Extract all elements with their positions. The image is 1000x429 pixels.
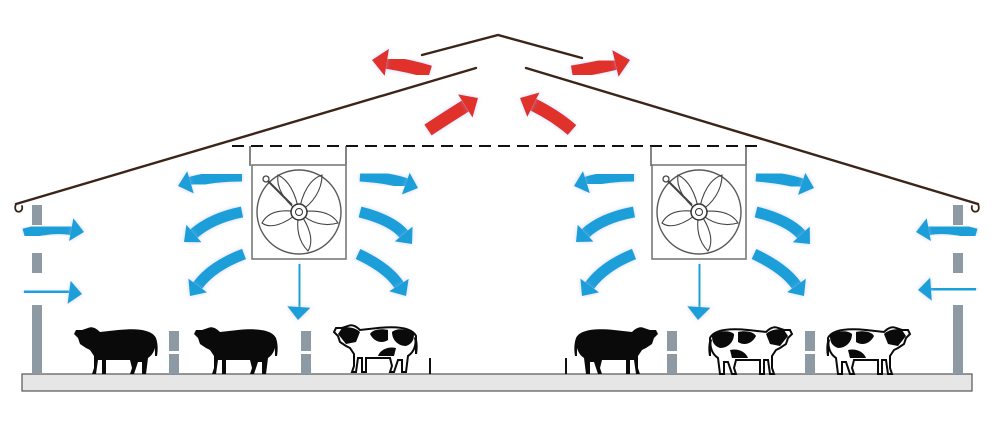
fresh-air-arrow-icon xyxy=(581,206,636,238)
fresh-air-arrowhead xyxy=(916,218,931,241)
warm-air-arrowhead xyxy=(612,50,630,77)
cow-icon xyxy=(825,326,911,375)
barn-roof xyxy=(14,33,980,213)
fresh-air-arrow-icon xyxy=(190,206,244,238)
warm-air-arrow-icon xyxy=(424,100,469,136)
fresh-air-arrowhead xyxy=(918,277,932,301)
fresh-air-arrow-icon xyxy=(585,248,637,289)
fresh-air-arrowhead xyxy=(67,280,82,304)
fresh-air-arrowhead xyxy=(401,172,418,195)
fresh-air-arrow-icon xyxy=(930,283,977,296)
fresh-air-arrow-icon xyxy=(358,206,408,238)
fresh-air-arrowhead xyxy=(188,278,208,296)
fresh-air-arrow-icon xyxy=(927,223,978,240)
warm-air-arrowhead xyxy=(458,94,478,118)
fresh-air-arrowhead xyxy=(787,278,806,296)
fresh-air-arrowhead xyxy=(687,306,711,320)
fresh-air-arrowhead xyxy=(389,278,409,296)
fresh-air-arrowhead xyxy=(394,226,413,244)
fresh-air-arrowhead xyxy=(576,224,594,242)
fresh-air-arrow-icon xyxy=(22,223,73,240)
warm-air-arrowhead xyxy=(520,92,540,117)
airflow-arrows xyxy=(22,48,978,320)
fresh-air-arrowhead xyxy=(580,278,600,296)
warm-air-arrow-icon xyxy=(570,57,617,79)
fresh-air-arrow-icon xyxy=(693,263,706,308)
fresh-air-arrow-icon xyxy=(359,170,408,189)
barn-floor xyxy=(21,373,973,392)
fresh-air-arrowhead xyxy=(184,224,202,243)
fresh-air-arrowhead xyxy=(287,306,311,320)
exhaust-fan-icon xyxy=(651,164,747,260)
fresh-air-arrowhead xyxy=(69,218,84,241)
warm-air-arrowhead xyxy=(372,48,389,76)
warm-air-arrow-icon xyxy=(385,55,432,79)
exhaust-fan-icon xyxy=(251,164,347,260)
fan-hangers xyxy=(249,146,747,166)
cow-icon xyxy=(74,327,158,374)
cow-icon xyxy=(333,324,419,373)
cow-icon xyxy=(707,326,793,375)
fresh-air-arrow-icon xyxy=(293,263,306,308)
fresh-air-arrow-icon xyxy=(193,248,246,289)
fresh-air-arrow-icon xyxy=(754,206,806,239)
fresh-air-arrow-icon xyxy=(751,249,801,289)
fresh-air-arrowhead xyxy=(178,171,194,194)
fresh-air-arrowhead xyxy=(792,226,810,244)
fresh-air-arrowhead xyxy=(798,172,814,195)
stall-dividers xyxy=(169,331,815,374)
cow-icon xyxy=(574,327,658,374)
fresh-air-arrow-icon xyxy=(355,249,404,289)
fresh-air-arrow-icon xyxy=(584,170,635,188)
fresh-air-arrow-icon xyxy=(23,285,70,298)
fresh-air-arrow-icon xyxy=(188,170,243,188)
fresh-air-arrow-icon xyxy=(755,170,804,190)
cow-icon xyxy=(194,327,278,374)
fresh-air-arrowhead xyxy=(574,171,590,194)
barn-posts xyxy=(32,205,963,374)
warm-air-arrow-icon xyxy=(530,98,577,135)
